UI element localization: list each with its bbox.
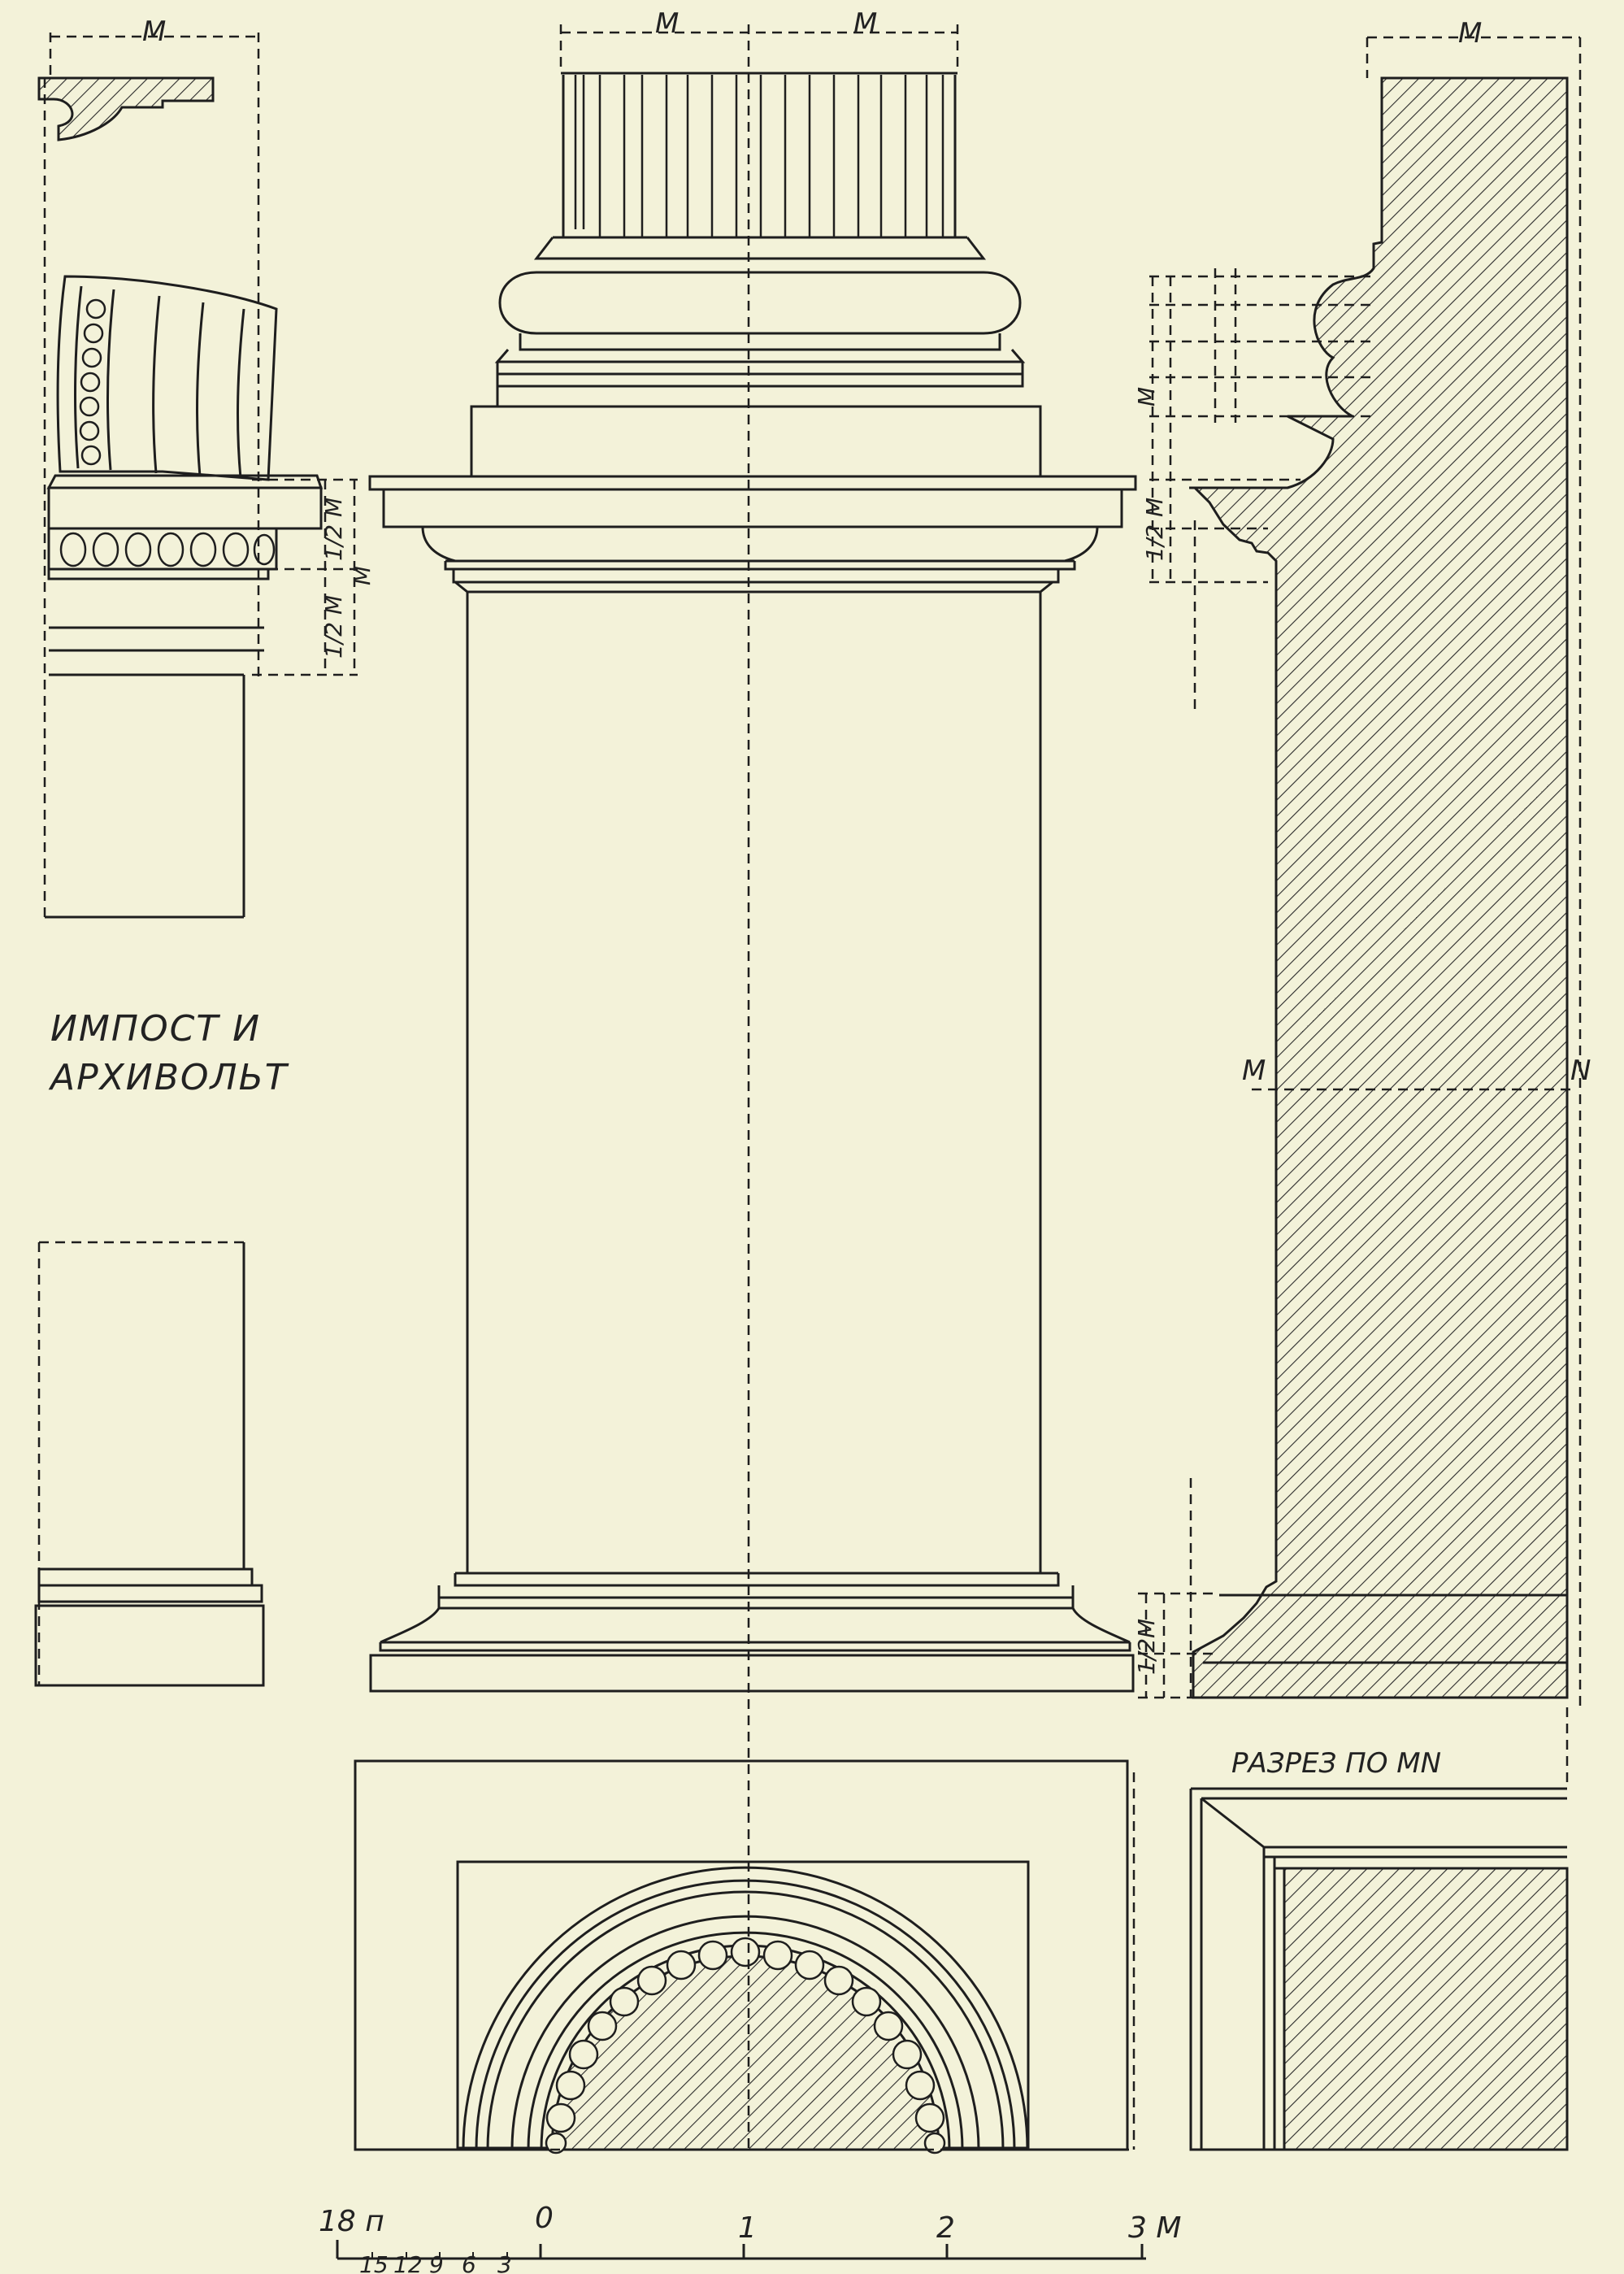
dim-label-m-impost-side: M <box>349 566 376 585</box>
pedestal-base <box>369 1572 1135 1693</box>
hatched-soffit <box>550 1954 940 2151</box>
text-labels: M M M M 1/2 M M 1/2 M M 1/2 M 1/2M ИМПОС… <box>48 7 1591 2274</box>
section-hatched-block <box>1283 1867 1569 2151</box>
dim-label-m-section: M <box>1458 17 1482 50</box>
scale-tick-0: 0 <box>535 2202 554 2235</box>
dim-label-m-left: M <box>655 7 679 40</box>
scale-tick-1: 1 <box>738 2211 757 2245</box>
dim-label-half-m-impost-bottom: 1/2 M <box>320 595 347 659</box>
pedestal-die <box>466 592 1042 1573</box>
wall-section <box>1189 76 1569 1699</box>
section-mn-view <box>1189 1787 1569 2151</box>
scale-bar <box>336 2240 1146 2260</box>
egg-dart-row <box>59 532 276 567</box>
scale-minor-15: 15 <box>359 2251 389 2274</box>
section-label-n: N <box>1570 1054 1591 1087</box>
dim-label-half-m-impost-top: 1/2 M <box>320 498 347 561</box>
bead-ornament <box>545 1937 946 2154</box>
dim-label-m-impost: M <box>142 15 166 48</box>
scale-minor-9: 9 <box>429 2251 444 2274</box>
scale-parts-label: 18 п <box>319 2205 384 2238</box>
section-title: РАЗРЕЗ ПО MN <box>1231 1747 1441 1780</box>
dim-label-half-m-cornice: 1/2 M <box>1141 498 1168 561</box>
column-base-elevation <box>368 72 1137 1693</box>
scale-minor-6: 6 <box>462 2251 476 2274</box>
attic-base <box>470 236 1042 478</box>
dim-label-m-right: M <box>853 7 877 40</box>
egg-ornament <box>79 298 106 466</box>
scale-minor-12: 12 <box>393 2251 423 2274</box>
scale-tick-2: 2 <box>936 2211 955 2245</box>
fluted-shaft <box>561 72 957 239</box>
impost-detail <box>37 76 323 919</box>
scale-tick-3m: 3 M <box>1128 2211 1181 2245</box>
scale-minor-3: 3 <box>497 2251 512 2274</box>
drawing-title-line2: АРХИВОЛЬТ <box>48 1057 289 1098</box>
section-label-m: M <box>1242 1054 1266 1087</box>
construction-lines <box>37 24 1582 2154</box>
hatched-wall <box>1192 76 1569 1699</box>
impost-base-detail <box>34 1242 265 1687</box>
archivolt-elevation <box>354 1759 1129 2154</box>
pedestal-cornice <box>368 475 1137 594</box>
dim-label-half-m-base: 1/2M <box>1133 1619 1160 1675</box>
drawing-title-line1: ИМПОСТ И <box>50 1008 261 1050</box>
dim-label-m-capital: M <box>1133 387 1160 407</box>
